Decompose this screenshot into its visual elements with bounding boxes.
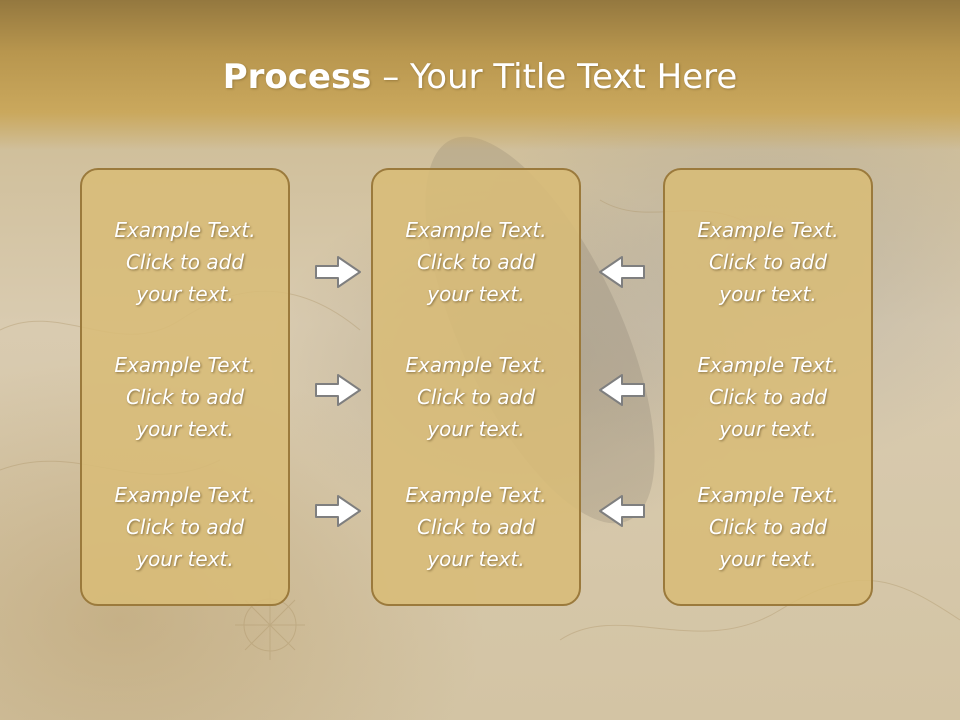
panel-right: Example Text. Click to add your text. Ex… bbox=[663, 168, 873, 606]
title-rest: – Your Title Text Here bbox=[371, 57, 738, 97]
text-placeholder[interactable]: Example Text. Click to add your text. bbox=[697, 483, 839, 571]
text-placeholder[interactable]: Example Text. Click to add your text. bbox=[405, 218, 547, 306]
text-placeholder[interactable]: Example Text. Click to add your text. bbox=[697, 353, 839, 441]
text-placeholder[interactable]: Example Text. Click to add your text. bbox=[697, 218, 839, 306]
panel-left: Example Text. Click to add your text. Ex… bbox=[80, 168, 290, 606]
left-arrow-icon bbox=[599, 256, 645, 288]
title-banner bbox=[0, 0, 960, 150]
title-bold: Process bbox=[222, 57, 372, 97]
text-placeholder[interactable]: Example Text. Click to add your text. bbox=[114, 353, 256, 441]
text-placeholder[interactable]: Example Text. Click to add your text. bbox=[114, 218, 256, 306]
panel-center: Example Text. Click to add your text. Ex… bbox=[371, 168, 581, 606]
right-arrow-icon bbox=[315, 256, 361, 288]
right-arrow-icon bbox=[315, 495, 361, 527]
left-arrow-icon bbox=[599, 374, 645, 406]
right-arrow-icon bbox=[315, 374, 361, 406]
slide-title[interactable]: Process – Your Title Text Here bbox=[0, 52, 960, 102]
text-placeholder[interactable]: Example Text. Click to add your text. bbox=[114, 483, 256, 571]
text-placeholder[interactable]: Example Text. Click to add your text. bbox=[405, 353, 547, 441]
left-arrow-icon bbox=[599, 495, 645, 527]
text-placeholder[interactable]: Example Text. Click to add your text. bbox=[405, 483, 547, 571]
